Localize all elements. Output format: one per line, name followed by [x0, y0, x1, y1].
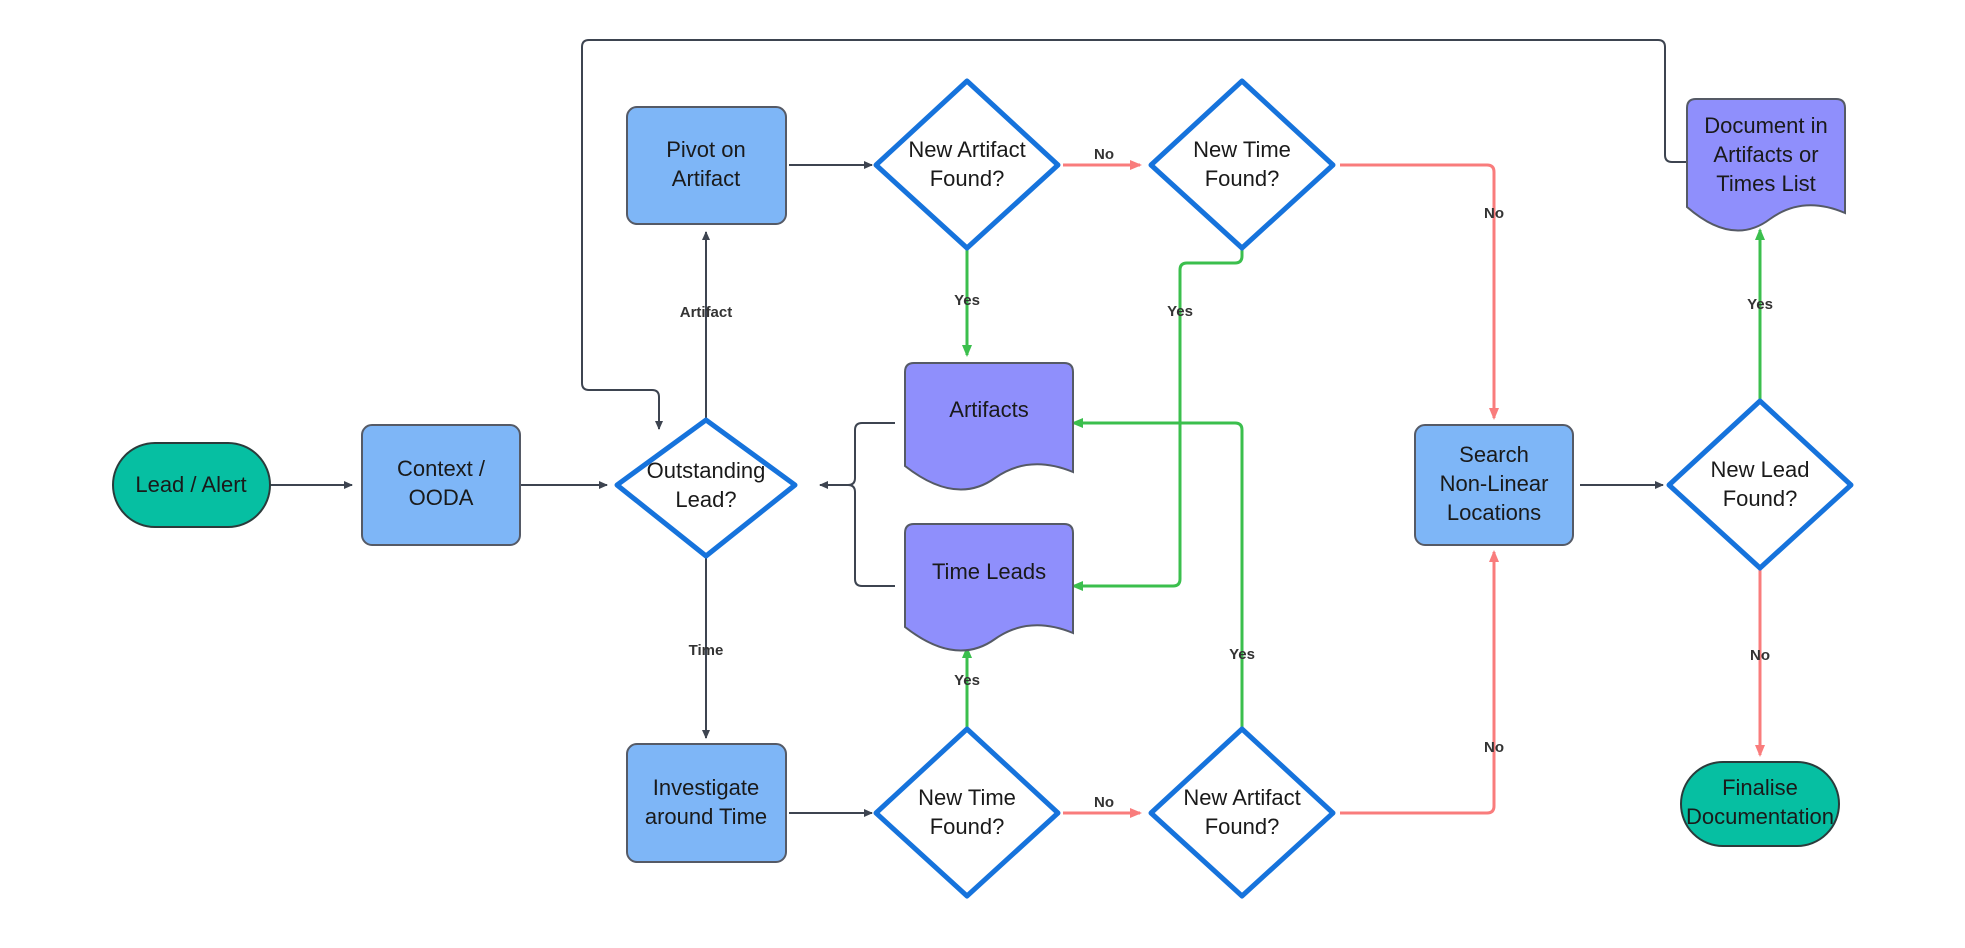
time-leads-shape: [904, 523, 1074, 652]
new-lead-found-label-line2: Found?: [1723, 486, 1798, 511]
document-in-lists-label-line3: Times List: [1716, 171, 1815, 196]
context-ooda-label-line2: OODA: [409, 485, 474, 510]
new-artifact-found-top-shape: [873, 78, 1061, 251]
edge-time-leads-to-outstanding: [845, 484, 895, 587]
node-context-ooda[interactable]: Context / OODA: [361, 424, 521, 546]
lead-alert-label: Lead / Alert: [135, 472, 246, 497]
node-new-artifact-found-bottom[interactable]: New Artifact Found?: [1148, 726, 1336, 899]
search-non-linear-shape: [1414, 424, 1574, 546]
node-new-artifact-found-top[interactable]: New Artifact Found?: [873, 78, 1061, 251]
finalise-documentation-label-line1: Finalise: [1722, 775, 1798, 800]
edge-label-no-artifact-bottom: No: [1484, 739, 1504, 756]
search-non-linear-label-line3: Locations: [1447, 500, 1541, 525]
search-non-linear-label-line1: Search: [1459, 442, 1529, 467]
artifacts-label: Artifacts: [949, 397, 1028, 422]
node-investigate-around-time[interactable]: Investigate around Time: [626, 743, 787, 863]
outstanding-lead-label-line2: Lead?: [675, 487, 736, 512]
investigate-around-time-label-line2: around Time: [645, 804, 767, 829]
new-time-found-top-label-line2: Found?: [1205, 166, 1280, 191]
edge-label-yes-time-top: Yes: [1167, 303, 1193, 320]
document-in-lists-label-line2: Artifacts or: [1713, 142, 1818, 167]
finalise-documentation-shape: [1680, 761, 1840, 847]
new-time-found-bottom-shape: [873, 726, 1061, 899]
edge-yes-artifact-bottom-to-artifacts: [1071, 418, 1244, 748]
edge-label-yes-time-bottom: Yes: [954, 672, 980, 689]
new-time-found-top-shape: [1148, 78, 1336, 251]
pivot-on-artifact-label-line1: Pivot on: [666, 137, 746, 162]
node-outstanding-lead[interactable]: Outstanding Lead?: [614, 417, 798, 559]
edge-label-artifact: Artifact: [680, 304, 733, 321]
node-time-leads[interactable]: Time Leads: [904, 523, 1074, 652]
investigate-around-time-label-line1: Investigate: [653, 775, 759, 800]
edge-yes-time-top-to-time-leads: [1071, 232, 1244, 591]
edge-document-to-outstanding-loop: [581, 39, 1687, 430]
context-ooda-label-line1: Context /: [397, 456, 486, 481]
search-non-linear-label-line2: Non-Linear: [1440, 471, 1549, 496]
pivot-on-artifact-shape: [626, 106, 787, 225]
edge-artifacts-to-outstanding: [819, 422, 895, 489]
context-ooda-shape: [361, 424, 521, 546]
new-artifact-found-bottom-shape: [1148, 726, 1336, 899]
node-document-in-lists[interactable]: Document in Artifacts or Times List: [1686, 98, 1846, 232]
edge-label-yes-artifact-top: Yes: [954, 292, 980, 309]
lead-alert-shape: [112, 442, 271, 528]
new-time-found-bottom-label-line1: New Time: [918, 785, 1016, 810]
investigate-around-time-shape: [626, 743, 787, 863]
new-time-found-bottom-label-line2: Found?: [930, 814, 1005, 839]
edge-label-yes-new-lead: Yes: [1747, 296, 1773, 313]
edge-label-no-time-bottom: No: [1094, 794, 1114, 811]
node-new-time-found-top[interactable]: New Time Found?: [1148, 78, 1336, 251]
edge-label-no-time-top: No: [1484, 205, 1504, 222]
pivot-on-artifact-label-line2: Artifact: [672, 166, 740, 191]
new-artifact-found-top-label-line1: New Artifact: [908, 137, 1025, 162]
edge-labels-layer: Artifact Time Yes No Yes No Yes No Yes N…: [680, 146, 1773, 811]
node-artifacts[interactable]: Artifacts: [904, 362, 1074, 491]
edge-label-yes-artifact-bottom: Yes: [1229, 646, 1255, 663]
node-new-time-found-bottom[interactable]: New Time Found?: [873, 726, 1061, 899]
document-in-lists-label-line1: Document in: [1704, 113, 1828, 138]
edge-no-artifact-bottom-to-search: [1340, 550, 1499, 815]
node-search-non-linear-locations[interactable]: Search Non-Linear Locations: [1414, 424, 1574, 546]
new-time-found-top-label-line1: New Time: [1193, 137, 1291, 162]
edge-label-no-new-lead: No: [1750, 647, 1770, 664]
node-new-lead-found[interactable]: New Lead Found?: [1666, 398, 1854, 571]
outstanding-lead-label-line1: Outstanding: [647, 458, 766, 483]
finalise-documentation-label-line2: Documentation: [1686, 804, 1834, 829]
node-pivot-on-artifact[interactable]: Pivot on Artifact: [626, 106, 787, 225]
new-lead-found-label-line1: New Lead: [1710, 457, 1809, 482]
artifacts-shape: [904, 362, 1074, 491]
new-lead-found-shape: [1666, 398, 1854, 571]
edge-no-time-top-to-search: [1340, 163, 1499, 420]
node-lead-alert[interactable]: Lead / Alert: [112, 442, 271, 528]
edge-label-no-artifact-top: No: [1094, 146, 1114, 163]
node-finalise-documentation[interactable]: Finalise Documentation: [1680, 761, 1840, 847]
outstanding-lead-shape: [614, 417, 798, 559]
edge-label-time: Time: [689, 642, 724, 659]
new-artifact-found-bottom-label-line2: Found?: [1205, 814, 1280, 839]
new-artifact-found-bottom-label-line1: New Artifact: [1183, 785, 1300, 810]
new-artifact-found-top-label-line2: Found?: [930, 166, 1005, 191]
time-leads-label: Time Leads: [932, 559, 1046, 584]
document-in-lists-shape: [1686, 98, 1846, 232]
